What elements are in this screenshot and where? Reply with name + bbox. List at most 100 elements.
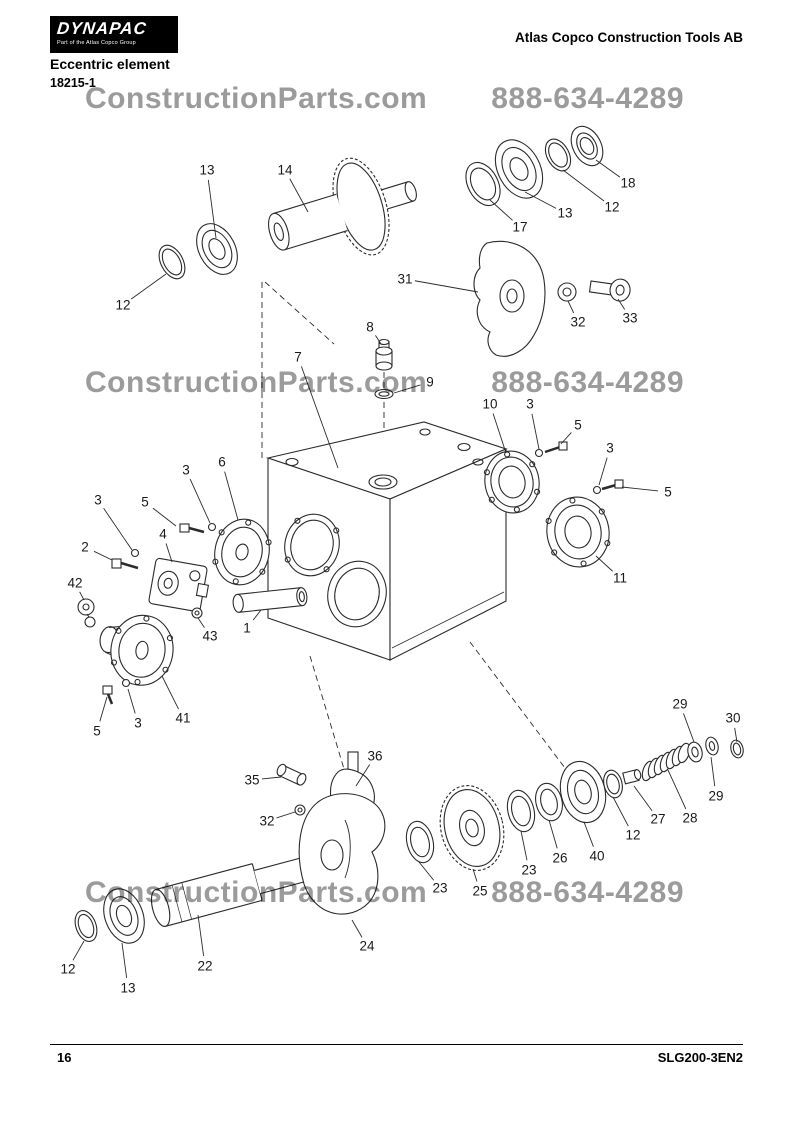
part-callout-26: 26	[552, 851, 567, 866]
part-callout-40: 40	[589, 849, 604, 864]
leader-line	[520, 830, 528, 861]
part-callout-30: 30	[725, 711, 740, 726]
part-callout-24: 24	[359, 939, 375, 954]
part-callout-4: 4	[159, 527, 167, 542]
company-name: Atlas Copco Construction Tools AB	[515, 30, 743, 45]
leader-line	[734, 727, 738, 743]
part-callout-25: 25	[472, 884, 487, 899]
ring-12b	[544, 138, 572, 172]
document-code: SLG200-3EN2	[657, 1050, 743, 1065]
leader-line	[375, 335, 382, 345]
part-callout-12: 12	[604, 200, 619, 215]
leader-line	[524, 191, 557, 209]
part-callout-5: 5	[664, 485, 672, 500]
leader-line	[548, 819, 558, 849]
washer-32	[557, 282, 577, 302]
seal-18	[570, 125, 604, 167]
seal-ring-12	[158, 244, 186, 280]
leader-line	[621, 486, 659, 492]
leader-line	[583, 821, 594, 847]
footer-rule	[50, 1044, 743, 1045]
shaft-22	[150, 855, 317, 927]
part-number: 18215-1	[50, 76, 96, 90]
part-callout-5: 5	[93, 724, 101, 739]
leader-line	[121, 942, 128, 979]
eccentric-weight-24	[298, 793, 386, 915]
leader-line	[472, 868, 478, 882]
upper-right-rings	[465, 125, 604, 207]
bolt-35	[276, 763, 307, 786]
leader-line	[393, 384, 421, 394]
pump-4	[148, 557, 210, 613]
ring-30	[730, 739, 744, 759]
leader-line	[165, 543, 173, 563]
bearing-40	[559, 760, 607, 824]
part-callout-10: 10	[482, 397, 497, 412]
screw-5a	[534, 441, 568, 458]
leader-line	[103, 508, 133, 551]
leader-line	[667, 769, 687, 810]
part-callout-12: 12	[115, 298, 130, 313]
cover-10	[483, 450, 541, 514]
screw-5d	[102, 678, 131, 705]
part-callout-42: 42	[67, 576, 82, 591]
leader-line	[567, 300, 575, 314]
ring-12d	[603, 769, 623, 799]
part-callout-18: 18	[620, 176, 635, 191]
bearing-13	[196, 223, 238, 275]
part-callout-1: 1	[243, 621, 251, 636]
leader-line	[289, 178, 309, 213]
part-callout-36: 36	[367, 749, 382, 764]
leader-line	[531, 413, 540, 450]
pin-1	[232, 587, 308, 613]
part-callout-12: 12	[625, 828, 640, 843]
leader-line	[355, 764, 371, 787]
washer-32b	[294, 804, 306, 816]
part-callout-28: 28	[682, 811, 697, 826]
washer-29a	[687, 741, 703, 763]
leader-line	[197, 914, 205, 957]
ring-23a	[405, 820, 435, 864]
part-callout-13: 13	[557, 206, 572, 221]
gear-25	[439, 785, 505, 871]
part-callout-23: 23	[521, 863, 536, 878]
plug-27	[622, 769, 642, 785]
leader-line	[683, 713, 695, 743]
top-shaft-assembly	[158, 157, 417, 280]
bolt-2	[111, 548, 140, 570]
eccentric-shaft-14	[268, 157, 417, 256]
leader-line	[130, 273, 167, 300]
ring-17	[465, 161, 501, 207]
part-callout-3: 3	[94, 493, 102, 508]
part-callout-35: 35	[244, 773, 259, 788]
fitting-42	[77, 598, 96, 628]
leader-line	[276, 811, 296, 819]
housing-bore-1	[284, 513, 340, 577]
screw-5b	[592, 479, 624, 495]
part-callout-6: 6	[218, 455, 226, 470]
housing-bore-2	[327, 560, 387, 628]
leader-line	[300, 366, 339, 469]
ring-12c	[74, 910, 98, 942]
leader-line	[197, 617, 205, 628]
part-callout-11: 11	[613, 571, 627, 586]
part-callout-14: 14	[277, 163, 293, 178]
leader-line	[595, 159, 621, 178]
logo-subtitle: Part of the Atlas Copco Group	[57, 40, 136, 46]
part-callout-29: 29	[708, 789, 723, 804]
leader-line	[562, 169, 605, 202]
part-callout-12: 12	[60, 962, 75, 977]
leader-line	[79, 591, 85, 601]
dynapac-logo: DYNAPAC Part of the Atlas Copco Group	[50, 16, 178, 53]
part-callout-3: 3	[526, 397, 534, 412]
leader-line	[152, 507, 177, 527]
page-title: Eccentric element	[50, 56, 170, 72]
leader-line	[633, 785, 653, 812]
part-callout-32: 32	[259, 814, 274, 829]
part-callout-23: 23	[432, 881, 447, 896]
part-callout-2: 2	[81, 540, 89, 555]
leader-line	[127, 688, 136, 714]
leader-line	[252, 609, 262, 621]
cover-6	[212, 518, 272, 586]
